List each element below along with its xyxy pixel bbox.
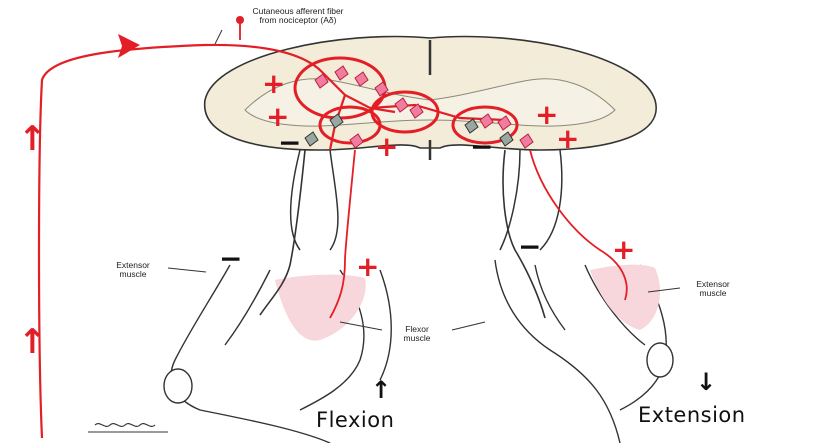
- up-arrow-icon: ↑: [371, 378, 391, 402]
- extensor-right-line2: muscle: [678, 289, 748, 298]
- extensor-left-line2: muscle: [98, 270, 168, 279]
- minus-sign: −: [278, 126, 301, 159]
- minus-sign: −: [219, 242, 242, 275]
- plus-sign: +: [356, 250, 379, 283]
- red-up-arrow: ↑: [18, 122, 47, 156]
- plus-sign: +: [535, 98, 558, 131]
- minus-sign: −: [470, 130, 493, 163]
- plus-sign: +: [262, 67, 285, 100]
- afferent-label-line2: from nociceptor (Aδ): [218, 16, 378, 25]
- extension-label: Extension: [638, 403, 746, 427]
- down-arrow-icon: ↓: [696, 370, 716, 394]
- extensor-muscle-right-label: Extensor muscle: [678, 280, 748, 298]
- flexor-line2: muscle: [382, 334, 452, 343]
- loop-arrowhead: [118, 34, 140, 58]
- plus-sign: +: [375, 130, 398, 163]
- minus-sign: −: [518, 230, 541, 263]
- plus-sign: +: [612, 233, 635, 266]
- afferent-fiber-label: Cutaneous afferent fiber from nociceptor…: [218, 7, 378, 25]
- red-up-arrow: ↑: [18, 325, 47, 359]
- extensor-muscle-left-label: Extensor muscle: [98, 261, 168, 279]
- flexion-label: Flexion: [316, 408, 394, 432]
- plus-sign: +: [556, 122, 579, 155]
- flexor-muscle-label: Flexor muscle: [382, 325, 452, 343]
- motor-fibers: [330, 150, 627, 318]
- flexor-muscle-left: [275, 275, 366, 341]
- heat-coil-icon: [95, 424, 155, 427]
